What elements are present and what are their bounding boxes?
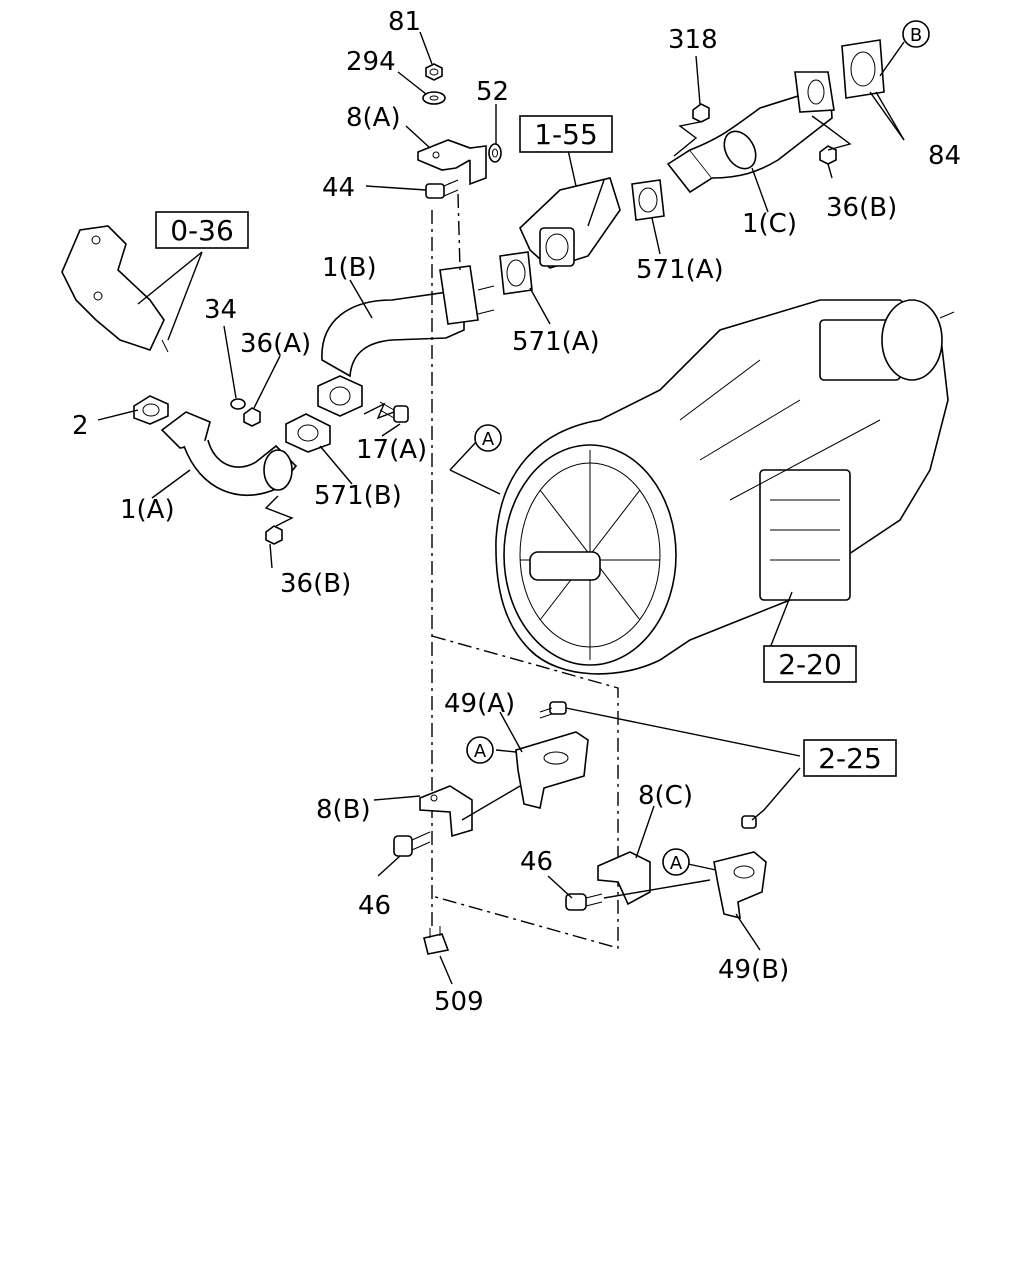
part-571a-gasket-lower (499, 251, 533, 295)
ref-box-2-25: 2-25 (803, 739, 897, 777)
circle-ref-b-label: B (910, 25, 922, 46)
part-294-washer (422, 91, 446, 105)
label-8a: 8(A) (346, 103, 401, 133)
label-2: 2 (72, 411, 89, 441)
label-36a: 36(A) (240, 329, 311, 359)
part-44-bolt (425, 179, 459, 199)
label-81: 81 (388, 7, 421, 37)
ref-label-2-20: 2-20 (778, 648, 842, 681)
part-flange-1b-lower (317, 375, 363, 417)
bracket-group-outline (431, 635, 619, 949)
label-49b: 49(B) (718, 955, 789, 985)
part-1a-pipe (160, 411, 298, 497)
circle-ref-b: B (902, 20, 930, 48)
label-46-left: 46 (358, 891, 391, 921)
label-8c: 8(C) (638, 781, 693, 811)
part-8b-bracket (419, 785, 473, 838)
circle-ref-a-transmission: A (474, 424, 502, 452)
part-34-washer (230, 398, 246, 410)
part-52-nut (488, 143, 502, 163)
ref-box-1-55: 1-55 (519, 115, 613, 153)
part-bolt-49a-top (539, 701, 567, 719)
ref-box-2-20: 2-20 (763, 645, 857, 683)
label-46-mid: 46 (520, 847, 553, 877)
part-49a-bracket (515, 731, 589, 809)
ref-label-2-25: 2-25 (818, 742, 882, 775)
label-294: 294 (346, 47, 396, 77)
label-36b-top: 36(B) (826, 193, 897, 223)
assembly-line-8a (457, 193, 461, 271)
label-571a-lower: 571(A) (512, 327, 600, 357)
part-36b-lower-nut (265, 525, 283, 545)
part-84-gasket (841, 39, 885, 99)
circle-ref-a-transmission-label: A (482, 429, 495, 450)
circle-ref-a-49a: A (466, 736, 494, 764)
label-84: 84 (928, 141, 961, 171)
label-1c: 1(C) (742, 209, 797, 239)
part-17a-bolt (379, 401, 409, 423)
part-571a-gasket-upper (631, 179, 665, 221)
circle-ref-a-49a-label: A (474, 741, 487, 762)
part-1-55-assembly (519, 177, 621, 269)
ref-box-0-36: 0-36 (155, 211, 249, 249)
part-46-mid-bolt (565, 893, 603, 911)
label-571a-upper: 571(A) (636, 255, 724, 285)
label-49a: 49(A) (444, 689, 515, 719)
label-8b: 8(B) (316, 795, 371, 825)
part-571b-gasket (285, 413, 331, 453)
part-318-nut (692, 103, 710, 123)
part-8a-bracket (417, 139, 487, 186)
part-36b-top-nut (819, 145, 837, 165)
label-571b: 571(B) (314, 481, 402, 511)
label-17a: 17(A) (356, 435, 427, 465)
leader-lines (97, 31, 905, 985)
part-46-left-bolt (393, 831, 431, 857)
label-44: 44 (322, 173, 355, 203)
part-81-nut (425, 63, 443, 81)
label-509: 509 (434, 987, 484, 1017)
part-1b-pipe (321, 265, 495, 378)
ref-label-1-55: 1-55 (534, 118, 598, 151)
part-36a-nut (243, 407, 261, 427)
part-1c-catalyst-pipe (666, 71, 835, 194)
label-34: 34 (204, 295, 237, 325)
label-52: 52 (476, 77, 509, 107)
part-49b-bracket (713, 851, 767, 920)
circle-ref-a-49b: A (662, 848, 690, 876)
label-1b: 1(B) (322, 253, 377, 283)
part-8c-bracket (597, 851, 651, 906)
part-0-36-manifold (61, 225, 169, 353)
label-36b-lower: 36(B) (280, 569, 351, 599)
circle-ref-a-49b-label: A (670, 853, 683, 874)
label-318: 318 (668, 25, 718, 55)
part-2-gasket (133, 395, 169, 425)
part-2-20-transmission (495, 299, 955, 675)
part-509-clip (423, 926, 450, 955)
ref-label-0-36: 0-36 (170, 214, 234, 247)
label-1a: 1(A) (120, 495, 175, 525)
